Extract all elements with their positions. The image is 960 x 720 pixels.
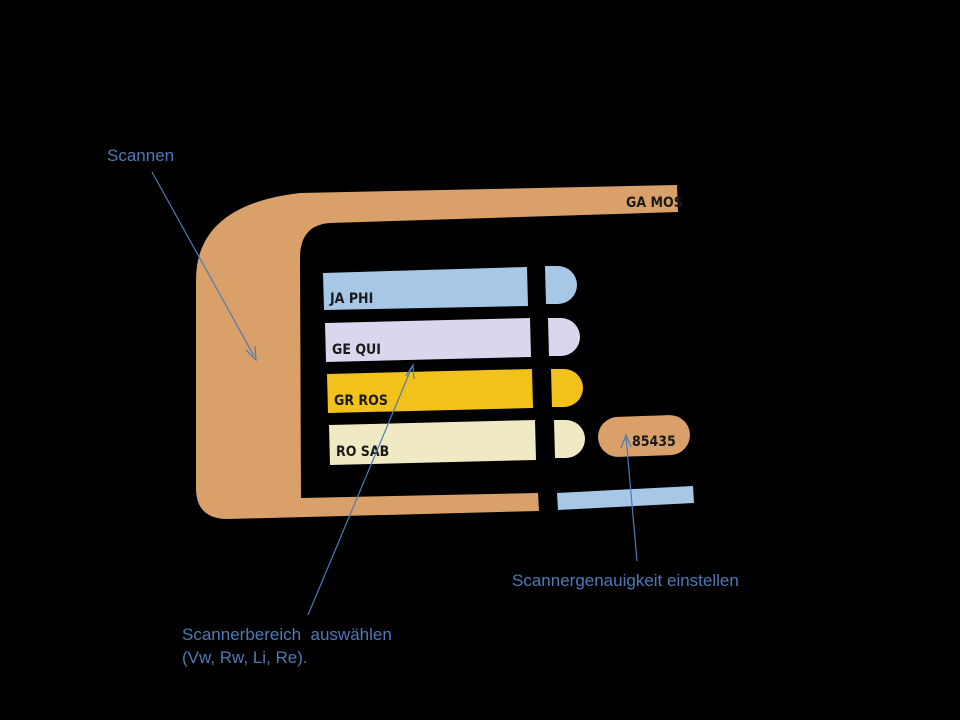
button-gr-ros[interactable]: GR ROS	[327, 369, 533, 413]
arrow-scannen	[151, 171, 255, 357]
endcap-ja-phi[interactable]	[545, 266, 577, 304]
button-ja-phi-label: JA PHI	[329, 291, 373, 307]
annotation-scannerbereich-line1: Scannerbereich auswählen	[182, 625, 392, 644]
button-ja-phi-bar[interactable]	[323, 267, 528, 310]
arrow-scannen-head	[245, 345, 257, 362]
readout-value: 85435	[632, 434, 676, 450]
button-ge-qui-label: GE QUI	[332, 342, 381, 358]
button-ge-qui[interactable]: GE QUI	[325, 318, 531, 362]
button-ro-sab-label: RO SAB	[336, 444, 389, 460]
annotation-scannerbereich: Scannerbereich auswählen (Vw, Rw, Li, Re…	[182, 624, 392, 670]
readout-pill[interactable]: 85435	[597, 414, 690, 457]
button-gr-ros-bar[interactable]	[327, 369, 533, 413]
lcars-elbow-frame	[196, 185, 678, 519]
bottom-accent-bar[interactable]	[557, 486, 694, 510]
button-gr-ros-label: GR ROS	[334, 393, 388, 409]
endcap-ro-sab[interactable]	[554, 420, 585, 458]
arrow-genauigkeit	[625, 436, 638, 562]
header-label: GA MOS	[626, 195, 683, 211]
button-ro-sab-bar[interactable]	[329, 420, 536, 465]
button-ge-qui-bar[interactable]	[325, 318, 531, 362]
annotation-scannen: Scannen	[107, 146, 175, 165]
button-ja-phi[interactable]: JA PHI	[323, 267, 528, 310]
annotation-arrows	[151, 171, 638, 616]
arrow-bereich-head	[405, 363, 415, 380]
annotation-scannerbereich-line2: (Vw, Rw, Li, Re).	[182, 647, 308, 667]
endcap-ge-qui[interactable]	[548, 318, 580, 356]
button-ro-sab[interactable]: RO SAB	[329, 420, 536, 465]
arrow-genauigkeit-head	[620, 433, 632, 449]
arrow-bereich	[307, 366, 413, 616]
endcap-gr-ros[interactable]	[551, 369, 583, 407]
annotation-scannergenauigkeit: Scannergenauigkeit einstellen	[512, 571, 739, 590]
